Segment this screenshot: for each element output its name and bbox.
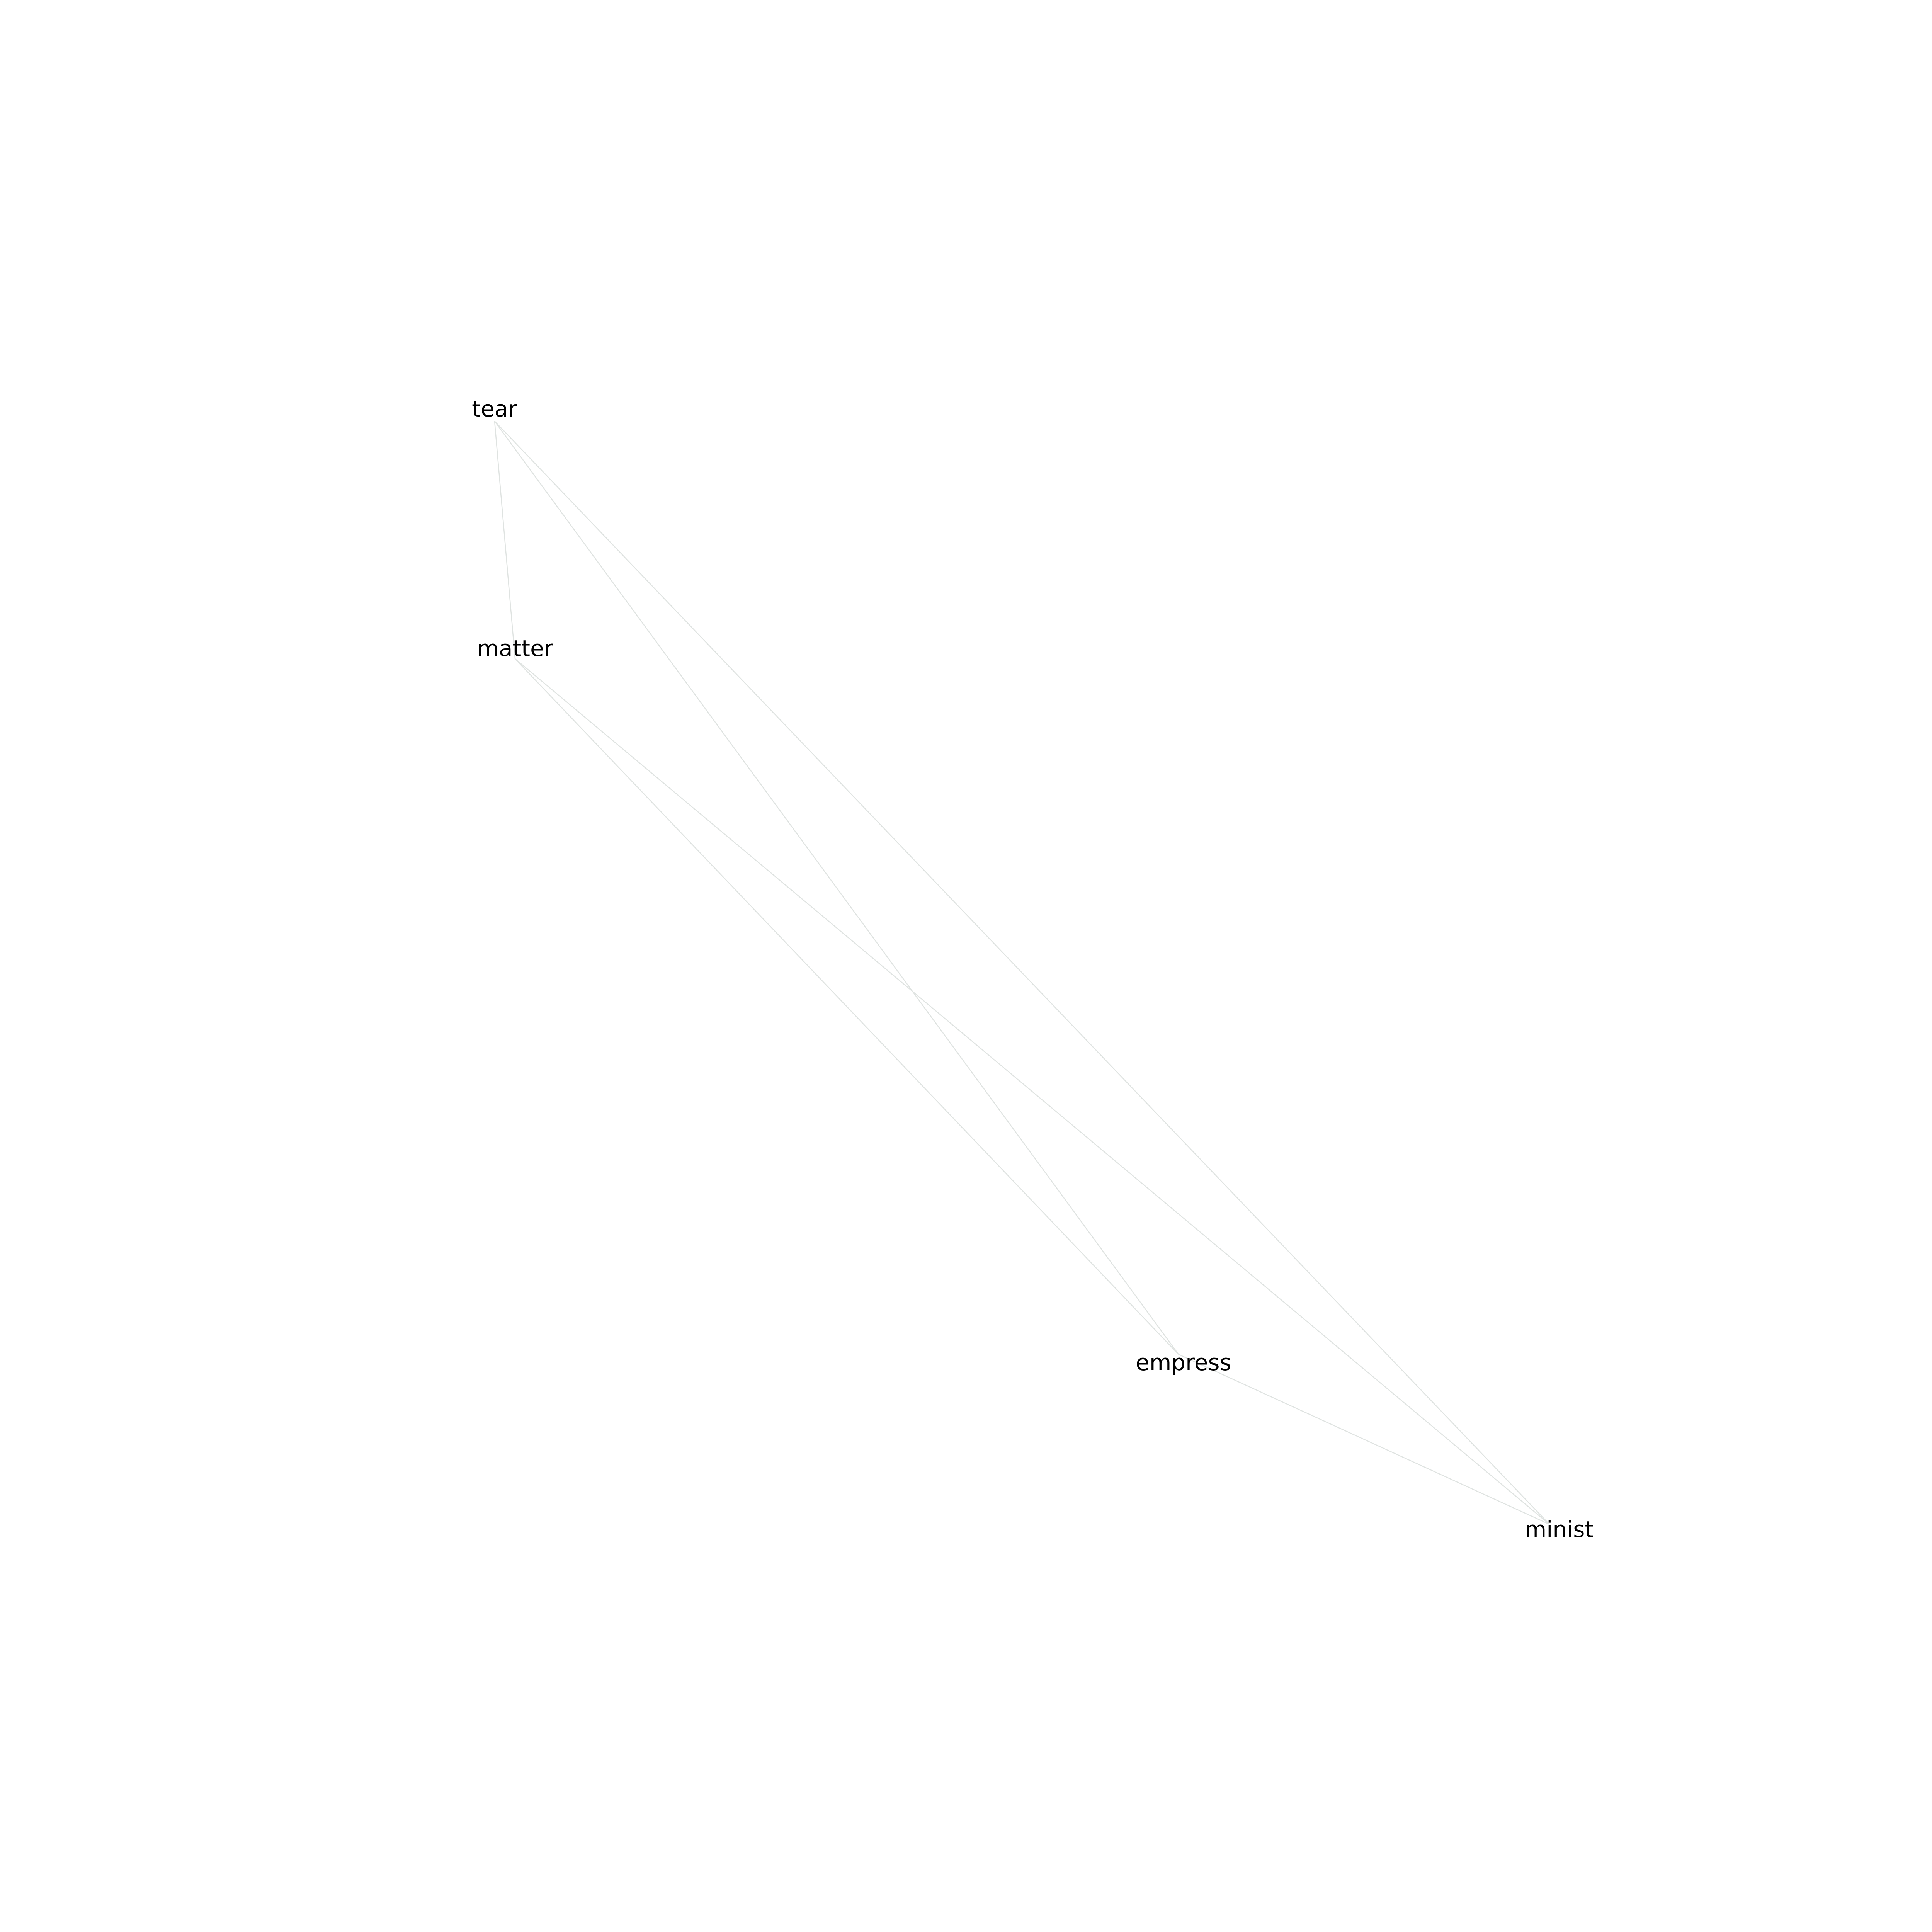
node-label-empress: empress xyxy=(1136,1349,1231,1376)
node-layer: tear matter empress minist xyxy=(472,396,1594,1543)
edge-empress-minist xyxy=(1178,1354,1550,1525)
edge-tear-empress xyxy=(494,421,1179,1355)
edge-matter-minist xyxy=(515,658,1550,1525)
edge-tear-minist xyxy=(494,421,1550,1525)
edge-layer xyxy=(494,421,1550,1525)
edge-tear-matter xyxy=(494,421,516,659)
node-label-tear: tear xyxy=(472,396,517,422)
edge-matter-empress xyxy=(515,658,1179,1355)
node-label-matter: matter xyxy=(477,635,553,662)
node-label-minist: minist xyxy=(1525,1516,1594,1543)
